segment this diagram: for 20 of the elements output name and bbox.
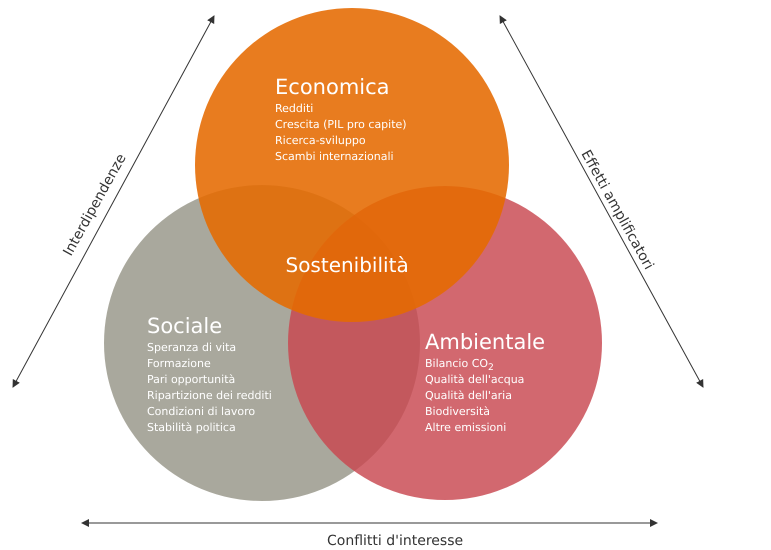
list-item: Pari opportunità <box>147 372 236 388</box>
circle-heading: Sociale <box>147 313 222 339</box>
list-item: Redditi <box>275 101 314 117</box>
list-item: Ricerca-sviluppo <box>275 133 366 149</box>
list-item: Condizioni di lavoro <box>147 404 256 420</box>
list-item: Qualità dell'aria <box>425 388 512 404</box>
center-label: Sostenibilità <box>286 253 409 277</box>
list-item: Ripartizione dei redditi <box>147 388 272 404</box>
list-item: Stabilità politica <box>147 420 236 436</box>
list-item: Biodiversità <box>425 404 490 420</box>
list-item: Formazione <box>147 356 211 372</box>
list-item: Crescita (PIL pro capite) <box>275 117 407 133</box>
circle-heading: Economica <box>275 74 390 100</box>
list-item: Altre emissioni <box>425 420 506 436</box>
list-item: Scambi internazionali <box>275 149 394 165</box>
arrow-label: Conflitti d'interesse <box>327 533 464 549</box>
list-item: Bilancio CO$_{2}$ <box>425 356 494 374</box>
circle-heading: Ambientale <box>425 329 546 355</box>
list-item: Speranza di vita <box>147 340 236 356</box>
list-item: Qualità dell'acqua <box>425 372 524 388</box>
